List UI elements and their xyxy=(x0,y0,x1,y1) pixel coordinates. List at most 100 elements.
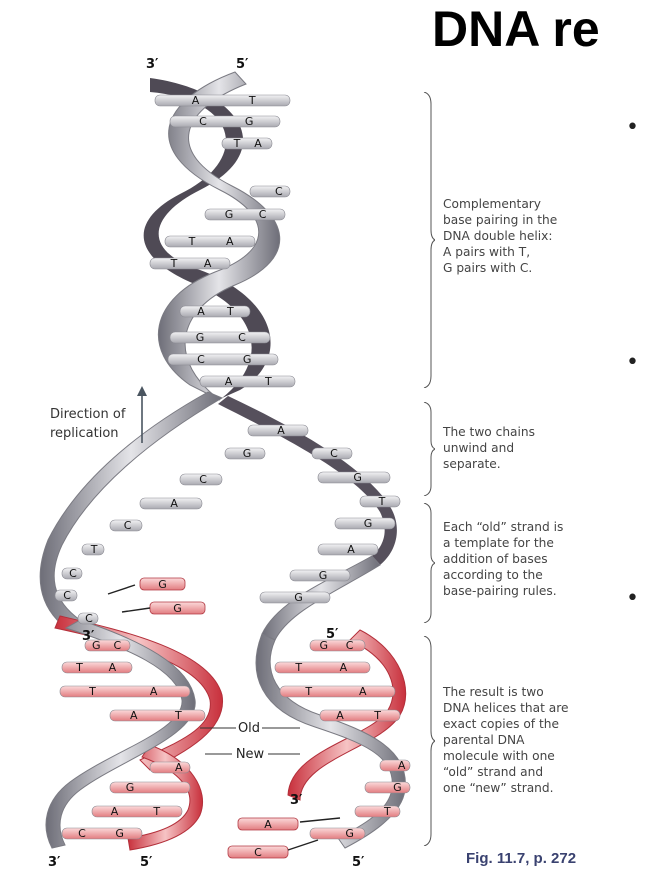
base-rung xyxy=(54,589,78,602)
base-label: A xyxy=(398,759,406,772)
base-label: C xyxy=(199,473,207,486)
base-label: T xyxy=(90,543,98,556)
base-label: G xyxy=(364,517,373,530)
base-label: C xyxy=(275,185,283,198)
base-label: A xyxy=(192,94,200,107)
base-label: G xyxy=(243,447,252,460)
base-rung xyxy=(179,473,223,486)
base-label: C xyxy=(63,589,71,602)
base-label: T xyxy=(152,805,160,818)
base-pair-rung xyxy=(204,208,286,221)
page-title: DNA re xyxy=(432,1,600,57)
base-label: G xyxy=(196,331,205,344)
bracket-result xyxy=(423,636,435,846)
end-label-left-fork: 3′ xyxy=(82,629,95,644)
base-label: G xyxy=(294,591,303,604)
base-rung xyxy=(317,471,391,484)
daughter-base-pair-rung xyxy=(309,639,366,652)
base-label: T xyxy=(304,685,312,698)
end-label-top-right: 5′ xyxy=(236,57,249,72)
base-label: G xyxy=(225,208,234,221)
parent-backbone-front xyxy=(157,71,281,401)
base-rung xyxy=(359,495,401,508)
daughter-base-pair-rung xyxy=(354,805,401,818)
base-pair-rung xyxy=(179,305,251,318)
base-label: T xyxy=(75,661,83,674)
nucleotide-arrow xyxy=(299,817,341,823)
base-label: A xyxy=(225,375,233,388)
free-nucleotide xyxy=(237,817,299,831)
base-rung xyxy=(224,447,266,460)
base-label: A xyxy=(347,543,355,556)
end-label-right-fork: 5′ xyxy=(326,627,339,642)
base-pair-rung xyxy=(154,94,291,107)
end-label-bottom-left: 3′ xyxy=(48,855,61,870)
base-label: C xyxy=(197,353,205,366)
base-pair-rung xyxy=(221,137,273,150)
base-rung xyxy=(289,569,351,582)
daughter-base-pair-rung xyxy=(59,685,191,698)
annotation-unwind: The two chains unwind and separate. xyxy=(443,425,535,471)
base-label: A xyxy=(111,805,119,818)
base-label: G xyxy=(126,781,135,794)
direction-arrow-head xyxy=(137,386,147,396)
free-nucleotide-label: G xyxy=(173,602,182,615)
base-rung xyxy=(77,612,99,625)
new-label: New xyxy=(236,747,265,762)
base-label: T xyxy=(294,661,302,674)
base-label: A xyxy=(226,235,234,248)
daughter-base-pair-rung xyxy=(84,639,131,652)
free-nucleotide-label: G xyxy=(158,578,167,591)
end-label-right-new: 3′ xyxy=(290,793,303,808)
base-pair-rung xyxy=(169,331,271,344)
base-label: G xyxy=(243,353,252,366)
daughter-base-pair-rung xyxy=(379,759,411,772)
base-label: G xyxy=(319,569,328,582)
daughter-base-pair-rung xyxy=(279,685,396,698)
base-label: A xyxy=(254,137,262,150)
base-rung xyxy=(334,517,396,530)
free-nucleotide xyxy=(227,845,289,859)
base-rung xyxy=(61,567,83,580)
annotation-pairing: Complementary base pairing in the DNA do… xyxy=(443,197,558,275)
base-rung xyxy=(81,543,105,556)
base-label: T xyxy=(264,375,272,388)
base-label: T xyxy=(383,805,391,818)
annotation-template: Each “old” strand is a template for the … xyxy=(443,520,564,598)
base-label: C xyxy=(114,639,122,652)
direction-label: Direction of replication xyxy=(50,407,126,441)
base-label: A xyxy=(130,709,138,722)
base-label: A xyxy=(150,685,158,698)
daughter-base-pair-rung xyxy=(61,827,143,840)
base-label: C xyxy=(78,827,86,840)
base-label: T xyxy=(373,709,381,722)
daughter-base-pair-rung xyxy=(91,805,183,818)
base-label: A xyxy=(340,661,348,674)
base-label: A xyxy=(197,305,205,318)
daughter-base-pair-rung xyxy=(109,709,206,722)
base-label: A xyxy=(204,257,212,270)
old-label: Old xyxy=(238,721,260,736)
base-label: A xyxy=(359,685,367,698)
base-label: G xyxy=(345,827,354,840)
base-label: T xyxy=(226,305,234,318)
base-pair-rung xyxy=(249,185,291,198)
base-label: G xyxy=(245,115,254,128)
base-label: C xyxy=(346,639,354,652)
daughter-base-pair-rung xyxy=(309,827,366,840)
base-rung xyxy=(109,519,143,532)
bullet-1: • xyxy=(626,115,639,140)
base-label: A xyxy=(277,424,285,437)
base-label: C xyxy=(259,208,267,221)
base-rung xyxy=(259,591,331,604)
base-label: A xyxy=(175,761,183,774)
base-label: C xyxy=(199,115,207,128)
base-rung xyxy=(139,497,203,510)
base-label: G xyxy=(393,781,402,794)
free-nucleotide-label: C xyxy=(254,846,262,859)
daughter-base-pair-rung xyxy=(61,661,133,674)
base-label: A xyxy=(336,709,344,722)
base-pair-rung xyxy=(164,235,256,248)
